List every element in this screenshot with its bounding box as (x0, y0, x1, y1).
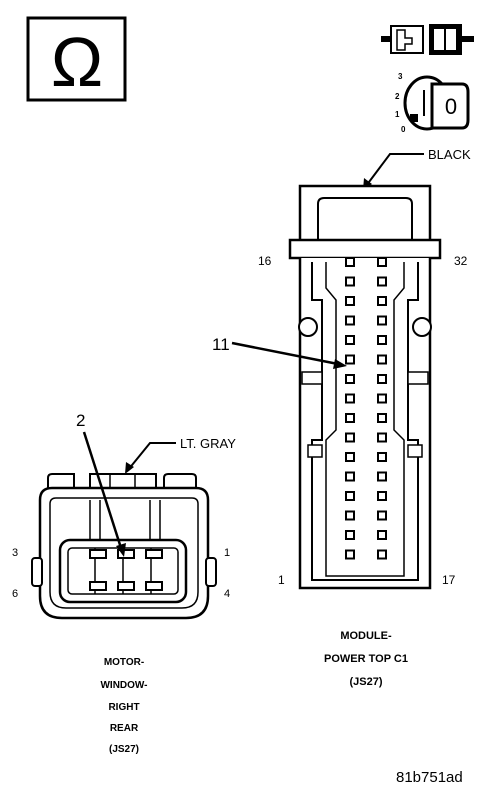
disconnected-connector-icon (381, 24, 474, 55)
figure-id: 81b751ad (396, 769, 463, 786)
motor-callout-2: 2 (76, 411, 85, 430)
key-pos-3: 3 (398, 72, 403, 81)
ohm-glyph: Ω (51, 23, 103, 101)
motor-pin-1-label: 1 (224, 547, 230, 559)
module-pin-cavity (345, 354, 355, 365)
motor-title-line3: RIGHT (108, 702, 139, 713)
module-title-line2: POWER TOP C1 (324, 653, 408, 665)
module-pin-cavity (377, 510, 387, 521)
module-pin-cavity (377, 530, 387, 540)
module-pin-cavity (345, 432, 355, 443)
module-pin-cavity (345, 335, 355, 345)
module-pin-cavity (377, 335, 387, 345)
module-pin-cavity (345, 276, 355, 287)
key-pos-1: 1 (395, 110, 400, 119)
motor-pin-cavity (145, 549, 163, 559)
motor-pin-4-label: 4 (224, 588, 230, 600)
module-connector: BLACK 16 32 1 17 11 MODULE- POWE (212, 147, 471, 688)
module-pin-cavity (345, 413, 355, 423)
motor-title-line2: WINDOW- (100, 680, 147, 691)
module-pin-cavity (345, 549, 355, 560)
module-pin-17-label: 17 (442, 573, 456, 587)
key-pos-2: 2 (395, 92, 400, 101)
motor-pin-cavity (117, 581, 135, 591)
module-pin-cavity (345, 257, 355, 267)
module-pin-cavity (345, 530, 355, 540)
module-pin-cavity (345, 491, 355, 501)
module-pin-cavity (377, 413, 387, 423)
module-pin-cavity (345, 471, 355, 482)
module-pin-cavity (377, 296, 387, 306)
motor-title-line5: (JS27) (109, 744, 139, 755)
key-pos-0: 0 (401, 125, 406, 134)
module-pin-cavity (345, 296, 355, 306)
module-pin-cavity (345, 374, 355, 384)
module-color-label: BLACK (428, 147, 471, 162)
module-callout-11: 11 (212, 335, 230, 354)
ohmmeter-icon: Ω (26, 16, 127, 102)
motor-pin-6-label: 6 (12, 588, 18, 600)
module-pin-cavity (377, 393, 387, 404)
motor-pin-3-label: 3 (12, 547, 18, 559)
module-pin-cavity (377, 471, 387, 482)
module-pin-1-label: 1 (278, 573, 285, 587)
module-pin-cavity (345, 510, 355, 521)
motor-pin-cavities (89, 549, 163, 591)
module-pin-cavity (377, 315, 387, 326)
module-pin-cavity (345, 452, 355, 462)
module-pin-cavity (377, 452, 387, 462)
motor-title-line1: MOTOR- (104, 657, 144, 668)
module-pin-cavity (377, 549, 387, 560)
module-pin-cavity (377, 276, 387, 287)
key-off-text: 0 (445, 94, 457, 119)
module-pin-cavity (377, 432, 387, 443)
module-pin-cavity (377, 491, 387, 501)
module-title-line1: MODULE- (340, 630, 392, 642)
module-pin-cavity (377, 374, 387, 384)
module-pin-32-label: 32 (454, 254, 468, 268)
module-pin-cavity (345, 393, 355, 404)
motor-pin-cavity (117, 549, 135, 559)
module-pin-cavity (377, 257, 387, 267)
motor-pin-cavity (89, 549, 107, 559)
module-pin-16-label: 16 (258, 254, 272, 268)
ignition-key-icon: 3 2 1 0 0 (395, 72, 470, 134)
motor-pin-cavity (89, 581, 107, 591)
module-pin-cavities (345, 257, 387, 560)
motor-title-line4: REAR (110, 723, 139, 734)
module-title-line3: (JS27) (349, 676, 382, 688)
motor-color-label: LT. GRAY (180, 436, 236, 451)
module-pin-cavity (377, 354, 387, 365)
motor-connector: LT. GRAY 3 1 6 4 2 (12, 411, 236, 755)
module-pin-cavity (345, 315, 355, 326)
motor-pin-cavity (145, 581, 163, 591)
